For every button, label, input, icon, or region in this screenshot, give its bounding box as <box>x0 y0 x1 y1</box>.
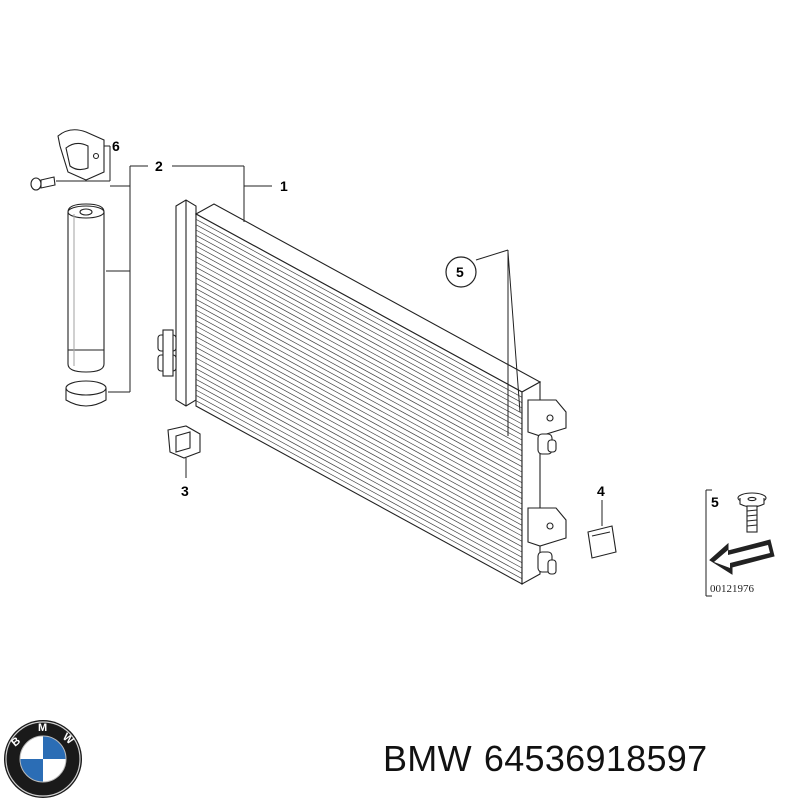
screw-icon <box>737 492 767 533</box>
callout-1: 1 <box>280 178 288 194</box>
legend-code: 00121976 <box>710 583 755 595</box>
callout-5-circle <box>445 256 477 288</box>
screw <box>30 176 56 191</box>
callout-2: 2 <box>155 158 163 174</box>
dryer-cartridge <box>67 203 105 373</box>
callout-3: 3 <box>181 483 189 499</box>
callout-6: 6 <box>112 138 120 154</box>
bracket-clamp <box>57 129 105 181</box>
brand-name: BMW <box>383 738 472 779</box>
part-number-caption: BMW 64536918597 <box>383 738 719 780</box>
condenser-core <box>157 199 567 585</box>
bmw-logo: B M W <box>4 720 82 798</box>
rubber-mount <box>167 425 201 459</box>
legend-box: 5 00121976 <box>705 489 775 597</box>
foam-pad <box>587 525 617 559</box>
callout-5: 5 <box>456 264 464 280</box>
direction-arrow-icon <box>709 539 775 575</box>
part-number: 64536918597 <box>483 738 708 779</box>
legend-number: 5 <box>711 494 719 510</box>
callout-4: 4 <box>597 483 605 499</box>
leader-lines <box>56 145 603 526</box>
dryer-ring <box>65 380 107 407</box>
svg-text:M: M <box>38 722 47 734</box>
